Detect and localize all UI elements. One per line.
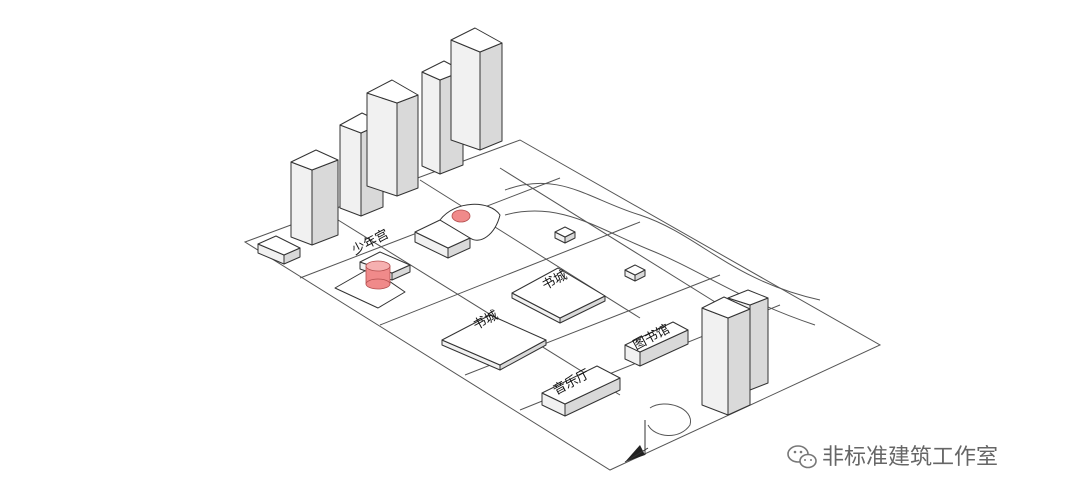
wechat-icon [787, 445, 817, 469]
cultural-center-drum [451, 209, 471, 223]
cul-de-sac [647, 403, 691, 436]
north-arrow-icon [624, 420, 649, 463]
library: 图书馆 [624, 321, 689, 367]
street-2 [379, 221, 641, 326]
watermark-text: 非标准建筑工作室 [822, 445, 998, 470]
site-boundary [243, 139, 882, 471]
twin-towers [701, 289, 769, 416]
bookstore-a: 书城 [441, 308, 547, 371]
pavilion [257, 235, 301, 265]
youth-palace: 少年宫 [334, 227, 411, 309]
tower-7 [701, 296, 751, 416]
watermark: 非标准建筑工作室 [787, 445, 998, 470]
cultural-center [414, 203, 501, 259]
bookstore-b: 书城 [511, 267, 606, 324]
tower-1 [290, 149, 339, 246]
waterfront-pavilions [554, 226, 646, 282]
tower-5 [450, 27, 503, 151]
waterfront-edge [504, 182, 821, 301]
tower-row [257, 27, 503, 265]
tower-3 [366, 79, 419, 197]
concert-hall: 音乐厅 [541, 365, 621, 417]
street-6 [329, 214, 621, 396]
